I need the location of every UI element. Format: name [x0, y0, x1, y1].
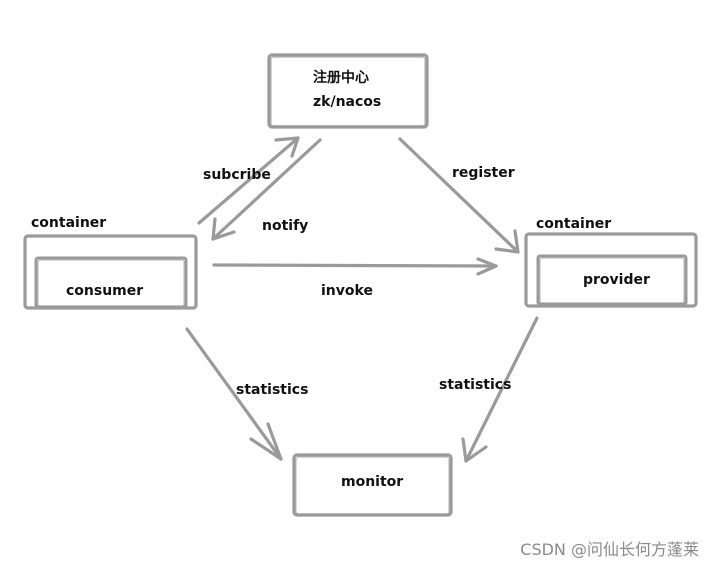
monitor-label: monitor — [341, 474, 404, 490]
statistics-consumer-arrow — [185, 327, 283, 461]
registry-subtitle: zk/nacos — [313, 94, 382, 110]
provider-label: provider — [583, 272, 650, 288]
consumer-container-box — [23, 234, 198, 310]
provider-container-label: container — [536, 216, 612, 232]
registry-title: 注册中心 — [313, 70, 369, 86]
invoke-label: invoke — [321, 283, 373, 299]
notify-label: notify — [262, 218, 309, 234]
consumer-container-label: container — [31, 215, 107, 231]
invoke-arrow — [212, 257, 498, 276]
registry-box — [267, 53, 429, 129]
register-label: register — [452, 165, 515, 181]
monitor-box — [292, 453, 453, 517]
statistics-provider-arrow — [461, 316, 539, 463]
statistics-provider-label: statistics — [439, 377, 512, 393]
consumer-label: consumer — [66, 283, 144, 299]
statistics-consumer-label: statistics — [236, 382, 309, 398]
subcribe-label: subcribe — [203, 167, 271, 183]
notify-arrow — [211, 138, 322, 241]
csdn-watermark: CSDN @问仙长何方蓬莱 — [520, 540, 699, 559]
register-arrow — [398, 137, 520, 254]
provider-container-box — [524, 232, 698, 308]
subcribe-arrow — [197, 136, 300, 225]
